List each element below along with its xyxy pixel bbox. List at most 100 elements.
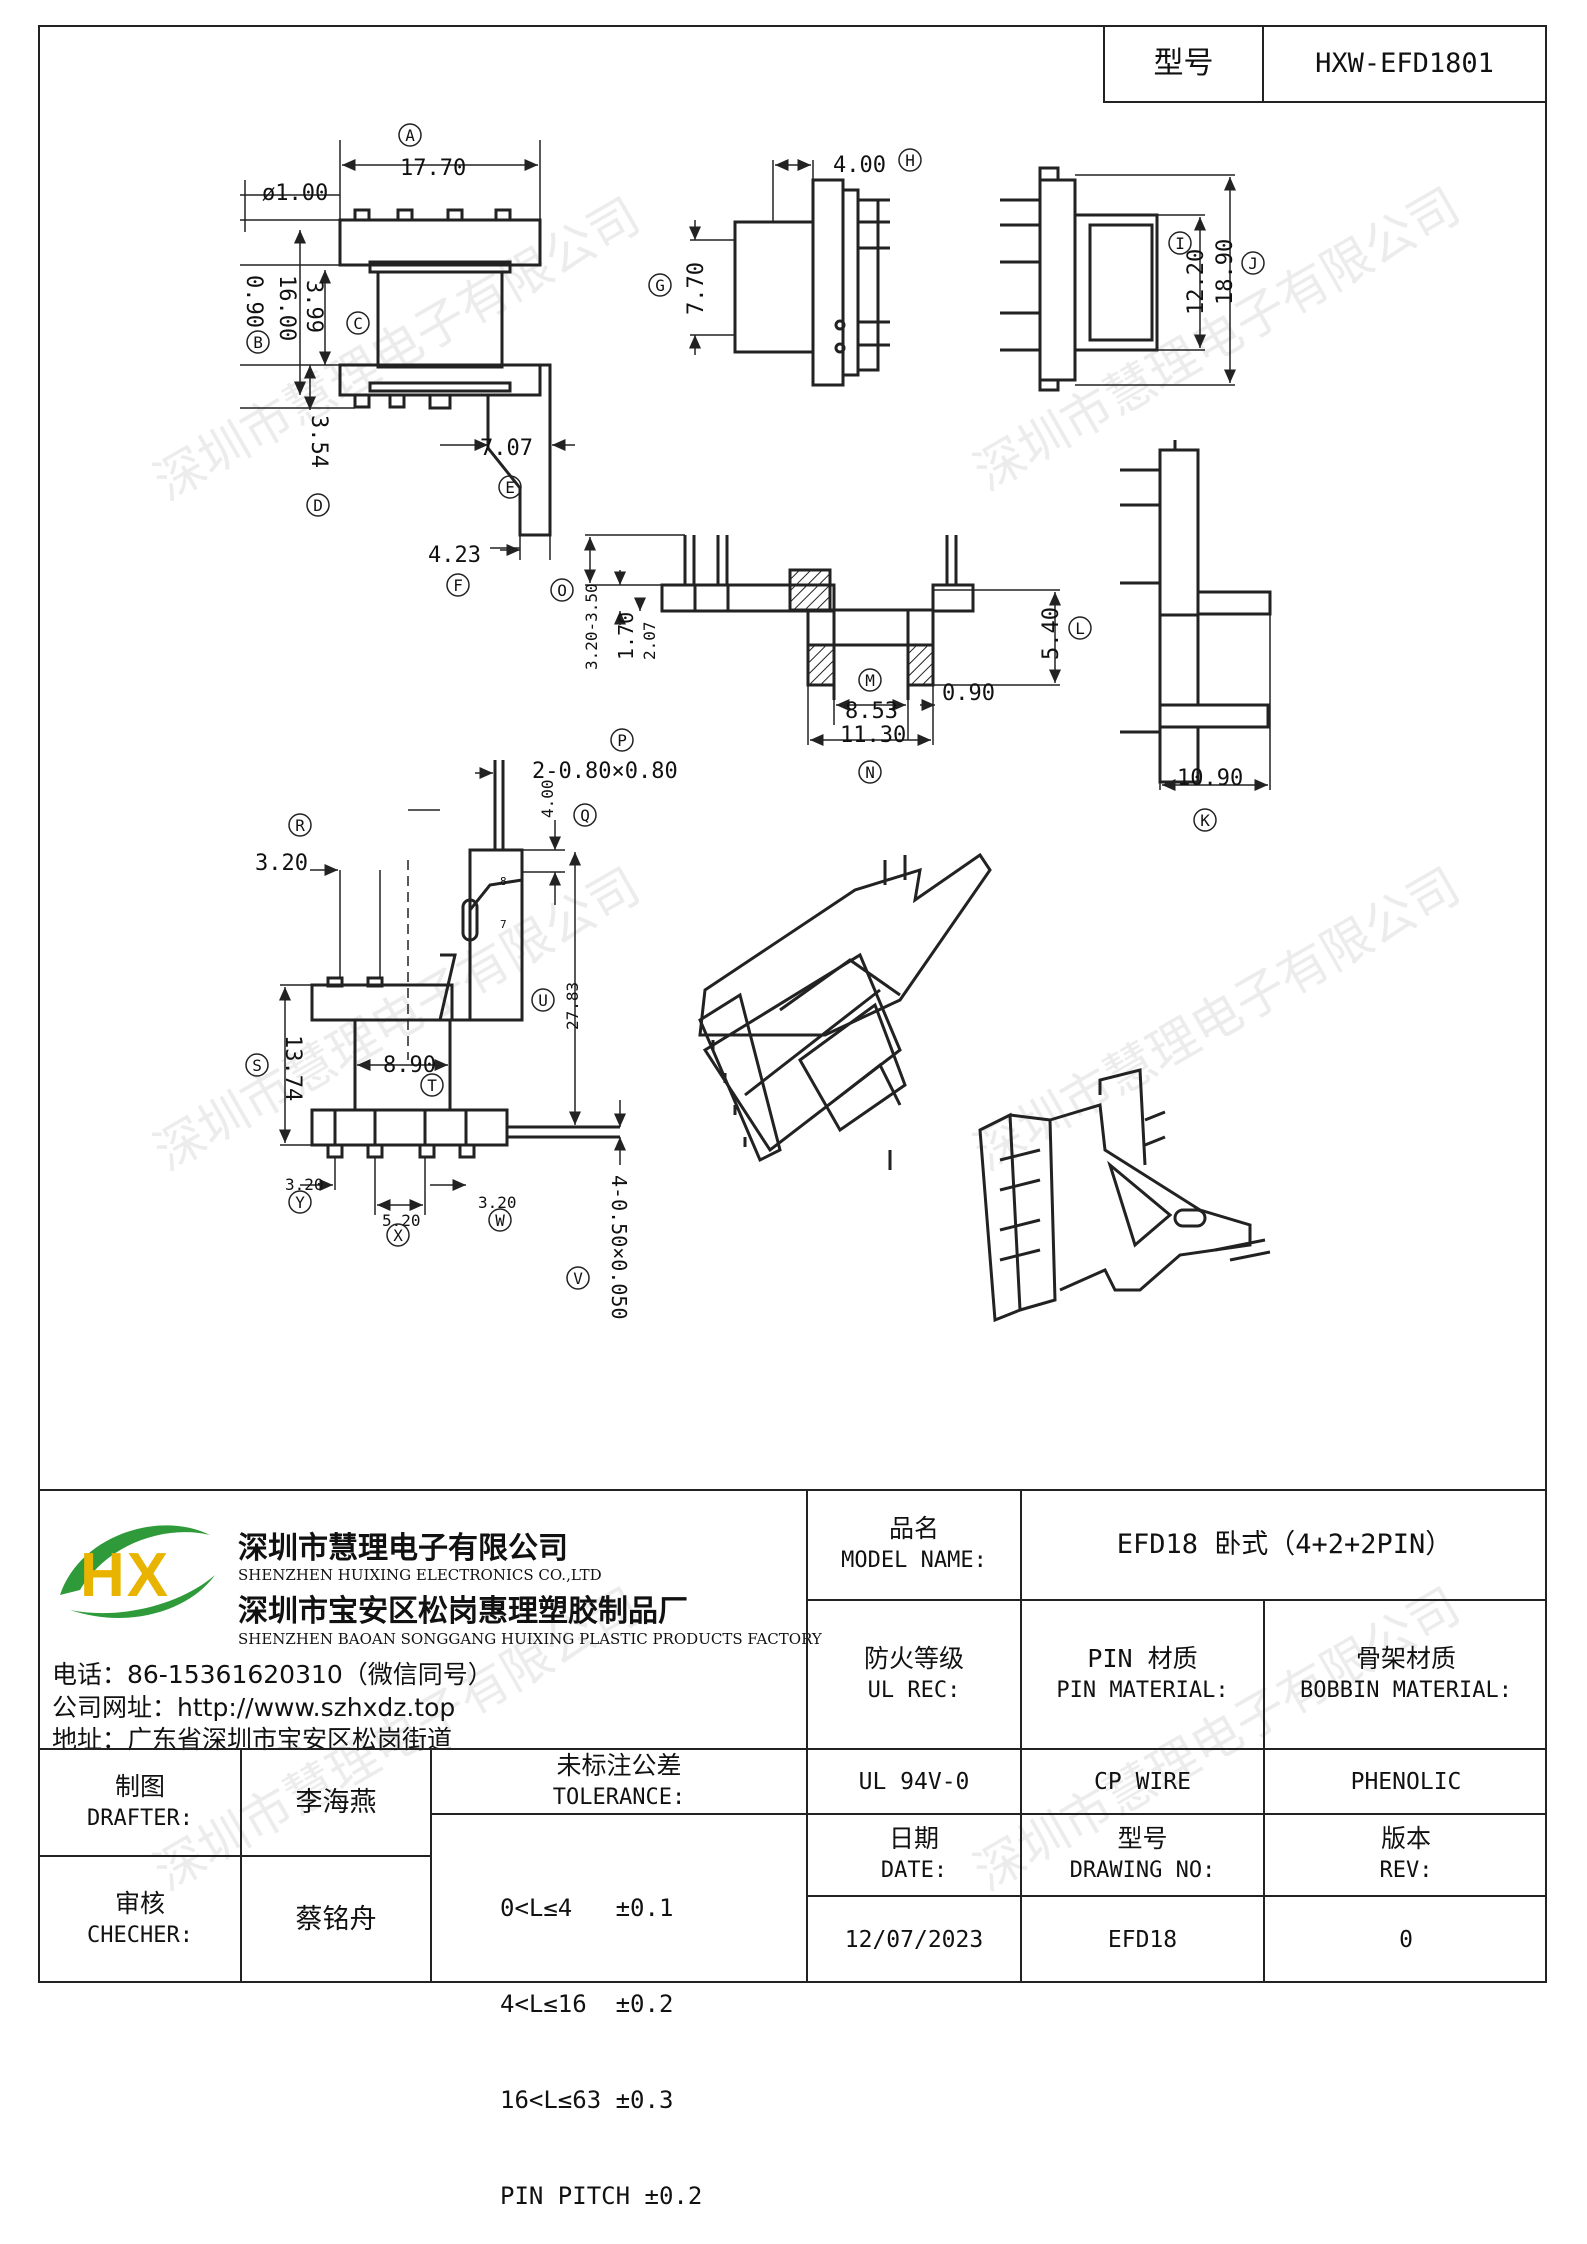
marker-e: E bbox=[505, 478, 515, 497]
tolerance-en: TOLERANCE: bbox=[552, 1784, 686, 1810]
dim-u: 27.83 bbox=[563, 982, 582, 1030]
tb-divider-left-1 bbox=[240, 1748, 242, 1983]
bobbin-material-cn: 骨架材质 bbox=[1355, 1643, 1456, 1673]
logo-letters: HX bbox=[80, 1541, 171, 1610]
dimension-labels: 17.70 ø1.00 0.90 16.00 3.99 3.54 7.07 4.… bbox=[241, 153, 1243, 1320]
dim-c: 3.99 bbox=[301, 280, 326, 333]
tb-line-2 bbox=[38, 1748, 1547, 1750]
marker-n: N bbox=[865, 763, 875, 782]
dim-n2: 0.90 bbox=[942, 681, 995, 706]
side-view-left bbox=[733, 178, 890, 387]
rev-value: 0 bbox=[1399, 1927, 1413, 1953]
drawing-no-value: EFD18 bbox=[1107, 1927, 1178, 1953]
dim-b: 0.90 bbox=[241, 275, 266, 328]
marker-x: X bbox=[393, 1226, 403, 1245]
factory-name-cn: 深圳市宝安区松岗惠理塑胶制品厂 bbox=[238, 1594, 688, 1629]
end-view-dims bbox=[1159, 614, 1271, 791]
dim-a: 17.70 bbox=[400, 156, 466, 181]
marker-y: Y bbox=[295, 1193, 305, 1212]
side-view-right-dims bbox=[1075, 174, 1236, 386]
dim-t: 8.90 bbox=[383, 1053, 436, 1078]
pin-material-cn: PIN 材质 bbox=[1087, 1643, 1198, 1673]
pin-view bbox=[310, 760, 620, 1159]
ul-rec-cn: 防火等级 bbox=[863, 1643, 964, 1673]
model-name-en: MODEL NAME: bbox=[841, 1548, 987, 1573]
model-name-value: EFD18 卧式（4+2+2PIN） bbox=[1116, 1529, 1453, 1560]
ul-rec-label: 防火等级 UL REC: bbox=[808, 1601, 1020, 1748]
dim-dia: ø1.00 bbox=[262, 181, 328, 206]
drawing-no-cn: 型号 bbox=[1117, 1824, 1168, 1853]
checker-name: 蔡铭舟 bbox=[295, 1904, 377, 1935]
company-name-cn: 深圳市慧理电子有限公司 bbox=[238, 1531, 568, 1566]
checker-en: CHECHER: bbox=[87, 1923, 193, 1948]
pin-number-8: 8 bbox=[500, 875, 507, 888]
dim-p: 2-0.80×0.80 bbox=[532, 759, 678, 784]
dim-y: 3.20 bbox=[285, 1175, 324, 1194]
marker-p: P bbox=[617, 731, 627, 750]
marker-l: L bbox=[1075, 619, 1085, 638]
rev-label: 版本 REV: bbox=[1265, 1815, 1547, 1895]
company-website: 公司网址：http://www.szhxdz.top bbox=[52, 1693, 456, 1722]
tolerance-label: 未标注公差 TOLERANCE: bbox=[432, 1750, 806, 1813]
tb-line-tol bbox=[431, 1813, 806, 1815]
company-name-en: SHENZHEN HUIXING ELECTRONICS CO.,LTD bbox=[238, 1566, 602, 1584]
pin-material-en: PIN MATERIAL: bbox=[1056, 1677, 1229, 1703]
dim-f: 4.23 bbox=[428, 543, 481, 568]
factory-name-en: SHENZHEN BAOAN SONGGANG HUIXING PLASTIC … bbox=[238, 1630, 822, 1648]
dim-o: 3.20-3.50 bbox=[582, 583, 601, 670]
tb-divider-left-2 bbox=[430, 1748, 432, 1983]
marker-g: G bbox=[655, 276, 665, 295]
tolerance-line: 0<L≤4 ±0.1 bbox=[500, 1894, 674, 1922]
pin-view-dims bbox=[279, 767, 626, 1215]
pin-number-7: 7 bbox=[500, 918, 507, 931]
date-value: 12/07/2023 bbox=[844, 1927, 984, 1953]
dim-k: 10.90 bbox=[1177, 766, 1243, 791]
marker-f: F bbox=[453, 576, 463, 595]
rev-en: REV: bbox=[1379, 1858, 1433, 1883]
tb-line-4 bbox=[806, 1895, 1547, 1897]
tb-divider-2 bbox=[1020, 1489, 1022, 1983]
rev-cn: 版本 bbox=[1380, 1824, 1431, 1853]
dim-q: 4.00 bbox=[538, 779, 557, 818]
marker-d: D bbox=[313, 496, 323, 515]
marker-c: C bbox=[353, 314, 363, 333]
circled-markers: A B C D E F G H I J K L M N O P Q R S T … bbox=[245, 123, 1265, 1290]
company-logo: HX bbox=[50, 1515, 230, 1630]
date-cn: 日期 bbox=[888, 1824, 939, 1853]
dim-r: 3.20 bbox=[255, 851, 308, 876]
marker-j: J bbox=[1248, 254, 1258, 273]
end-view bbox=[1120, 440, 1272, 784]
dim-l: 5.40 bbox=[1039, 607, 1064, 660]
drafter-label: 制图 DRAFTER: bbox=[40, 1750, 240, 1855]
dim-e: 7.07 bbox=[480, 436, 533, 461]
section-view bbox=[660, 535, 975, 700]
dim-n: 11.30 bbox=[840, 723, 906, 748]
bobbin-material-value: PHENOLIC bbox=[1350, 1768, 1462, 1795]
tolerance-line: 4<L≤16 ±0.2 bbox=[500, 1990, 674, 2018]
marker-q: Q bbox=[580, 806, 590, 825]
side-view-right bbox=[1000, 166, 1159, 392]
drawing-no-label: 型号 DRAWING NO: bbox=[1022, 1815, 1263, 1895]
dim-g: 7.70 bbox=[684, 262, 709, 315]
bobbin-material-en: BOBBIN MATERIAL: bbox=[1300, 1677, 1512, 1703]
date-en: DATE: bbox=[880, 1858, 948, 1883]
marker-a: A bbox=[405, 126, 415, 145]
marker-h: H bbox=[905, 151, 915, 170]
marker-s: S bbox=[252, 1056, 262, 1075]
drafter-name: 李海燕 bbox=[295, 1786, 377, 1818]
tolerance-cn: 未标注公差 bbox=[556, 1750, 682, 1780]
titleblock-top-line bbox=[38, 1489, 1547, 1491]
side-view-left-dims bbox=[689, 159, 814, 355]
tolerance-line: PIN PITCH ±0.2 bbox=[500, 2182, 703, 2210]
tb-line-left bbox=[38, 1855, 431, 1857]
dim-i: 12.20 bbox=[1184, 249, 1209, 315]
front-view bbox=[338, 208, 552, 537]
marker-i: I bbox=[1175, 234, 1185, 253]
marker-u: U bbox=[538, 991, 548, 1010]
dim-d: 3.54 bbox=[306, 415, 331, 468]
marker-w: W bbox=[495, 1211, 505, 1230]
dim-s: 13.74 bbox=[280, 1035, 305, 1101]
front-view-dims bbox=[240, 140, 575, 560]
checker-label: 审核 CHECHER: bbox=[40, 1857, 240, 1983]
type-value: HXW-EFD1801 bbox=[1315, 48, 1494, 79]
